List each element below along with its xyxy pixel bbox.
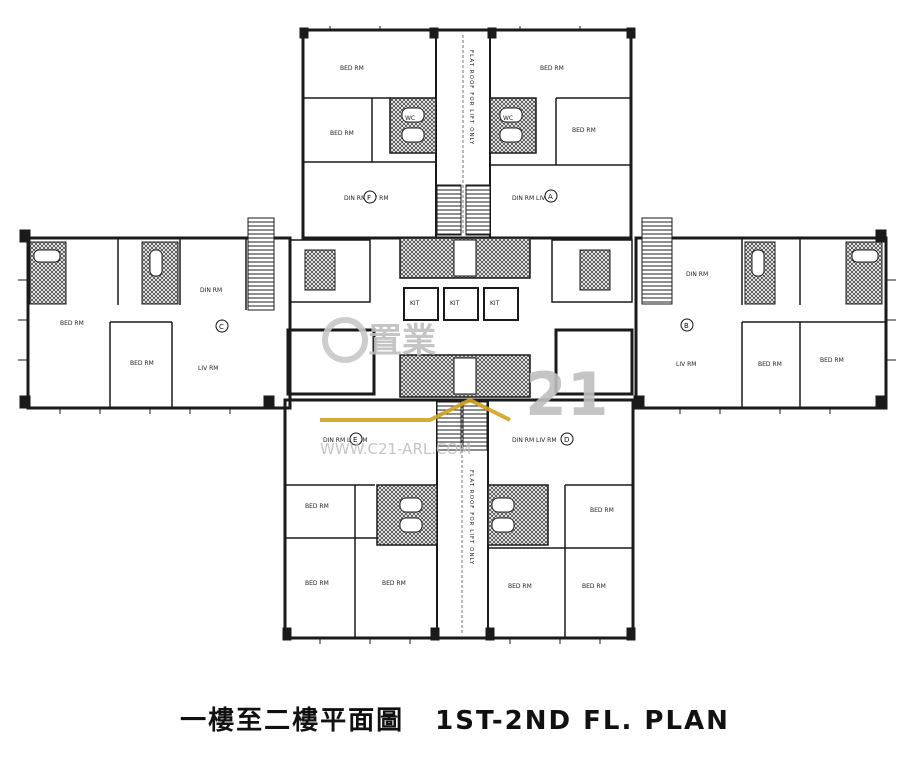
watermark-url: WWW.C21-ARL.COM xyxy=(320,440,471,458)
watermark: 置業 21 WWW.C21-ARL.COM xyxy=(320,317,609,458)
west-stairs xyxy=(247,217,376,396)
room-label: DIN RM xyxy=(200,287,222,294)
room-label: BED RM xyxy=(340,65,364,72)
caption-english: 1ST-2ND FL. PLAN xyxy=(435,706,730,736)
room-labels: BED RM BED RM DIN RM LIV RM DIN RM LIV R… xyxy=(60,65,844,590)
unit-tag-a: A xyxy=(548,193,553,201)
room-label: WC xyxy=(503,115,513,122)
room-label: DIN RM LIV RM xyxy=(512,437,557,444)
unit-tag-d: D xyxy=(564,436,569,444)
corridor-labels: FLAT ROOF FOR LIFT ONLY FLAT ROOF FOR LI… xyxy=(468,50,474,565)
room-label: BED RM xyxy=(820,357,844,364)
west-bathrooms xyxy=(29,241,179,305)
corridor-note: FLAT ROOF FOR LIFT ONLY xyxy=(468,50,474,145)
north-bathrooms xyxy=(389,97,537,154)
corridor-note: FLAT ROOF FOR LIFT ONLY xyxy=(468,470,474,565)
room-label: BED RM xyxy=(758,361,782,368)
watermark-brand-cjk: 置業 xyxy=(368,321,436,361)
window-marks xyxy=(18,26,896,644)
floor-plan-drawing: BED RM BED RM DIN RM LIV RM DIN RM LIV R… xyxy=(18,26,896,644)
room-label: DIN RM LIV RM xyxy=(323,437,368,444)
room-label: LIV RM xyxy=(676,361,696,368)
room-label: BED RM xyxy=(572,127,596,134)
room-label: DIN RM LIV RM xyxy=(512,195,557,202)
room-label: KIT xyxy=(410,300,420,307)
room-label: BED RM xyxy=(590,507,614,514)
unit-tags: A B C D E F xyxy=(215,189,694,446)
room-label: BED RM xyxy=(130,360,154,367)
room-label: BED RM xyxy=(382,580,406,587)
room-label: BED RM xyxy=(540,65,564,72)
room-label: BED RM xyxy=(305,580,329,587)
south-stairs xyxy=(436,401,488,451)
south-bathrooms xyxy=(376,484,549,546)
room-label: BED RM xyxy=(305,503,329,510)
unit-tag-b: B xyxy=(684,322,689,330)
room-label: BED RM xyxy=(330,130,354,137)
room-label: BED RM xyxy=(582,583,606,590)
north-stairs xyxy=(436,184,491,236)
watermark-brand: 21 xyxy=(525,360,609,430)
east-bathrooms xyxy=(744,241,883,305)
west-wing xyxy=(19,229,292,410)
room-label: LIV RM xyxy=(198,365,218,372)
central-core xyxy=(399,237,531,398)
room-label: BED RM xyxy=(60,320,84,327)
unit-tag-f: F xyxy=(367,194,371,202)
unit-tag-e: E xyxy=(353,436,357,444)
east-wing xyxy=(633,229,888,410)
caption-chinese: 一樓至二樓平面圖 xyxy=(180,706,405,736)
room-label: KIT xyxy=(490,300,500,307)
room-label: KIT xyxy=(450,300,460,307)
watermark-roof-icon xyxy=(320,397,511,422)
east-stairs xyxy=(551,217,673,396)
room-label: BED RM xyxy=(508,583,532,590)
unit-tag-c: C xyxy=(219,323,224,331)
plan-caption: 一樓至二樓平面圖 1ST-2ND FL. PLAN xyxy=(0,700,910,737)
room-label: WC xyxy=(405,115,415,122)
room-label: DIN RM xyxy=(686,271,708,278)
